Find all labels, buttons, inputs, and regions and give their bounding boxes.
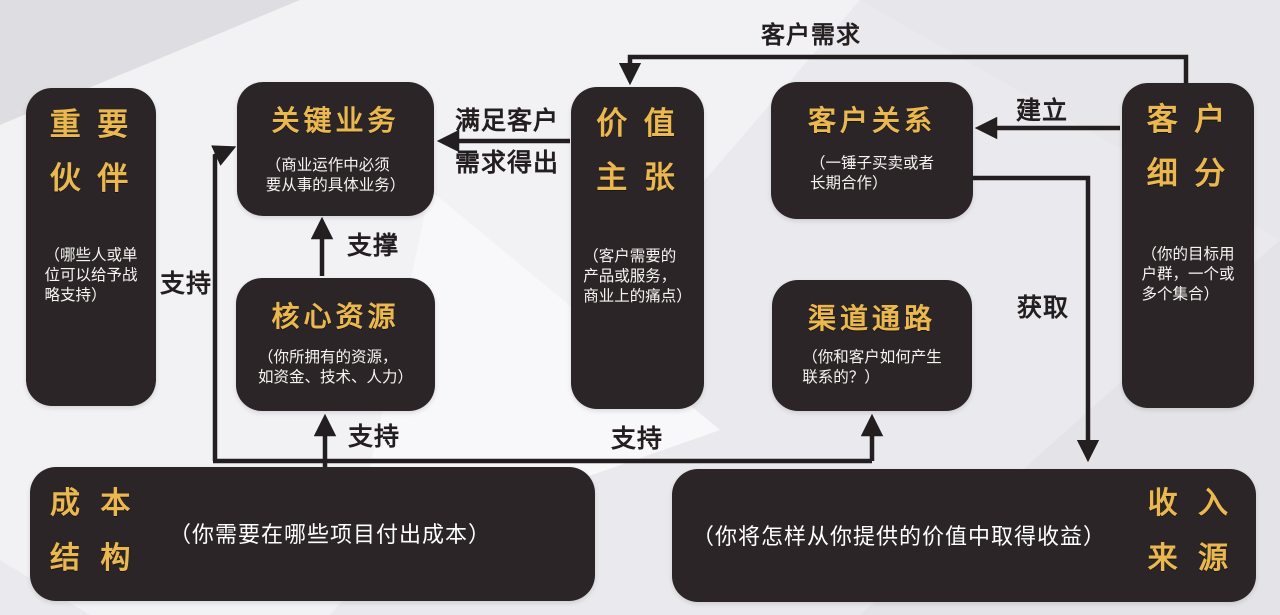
box-title: 价 值 主 张	[596, 106, 679, 196]
label-acquire: 获取	[1017, 294, 1070, 322]
label-sustain: 支撑	[347, 232, 400, 260]
box-cost-structure: 成 本 结 构 （你需要在哪些项目付出成本）	[30, 467, 595, 601]
label-derive-from-demand: 满足客户 需求得出	[455, 107, 560, 177]
box-key-activities: 关键业务 （商业运作中必须 要从事的具体业务）	[237, 82, 434, 216]
arrow-acquire	[973, 175, 1100, 463]
box-title: 客 户 细 分	[1146, 102, 1230, 192]
box-channels: 渠道通路 （你和客户如何产生 联系的？）	[772, 280, 972, 411]
box-subtitle: （你的目标用 户群，一个或 多个集合）	[1141, 246, 1235, 304]
label-support-channels: 支持	[611, 425, 664, 453]
box-title: 成 本 结 构	[50, 487, 137, 575]
box-subtitle: （你和客户如何产生 联系的？）	[802, 349, 942, 387]
label-customer-demand: 客户需求	[761, 22, 861, 49]
box-title: 核心资源	[271, 301, 400, 332]
box-title: 客户关系	[807, 105, 936, 136]
box-key-partners: 重 要 伙 伴 （哪些人或单 位可以给予战 略支持）	[26, 88, 156, 406]
label-establish: 建立	[1016, 97, 1069, 125]
arrow-customer-demand	[618, 54, 1189, 86]
box-subtitle: （一锤子买卖或者 长期合作）	[809, 155, 934, 193]
arrow-support-key-activities	[211, 145, 237, 461]
box-subtitle: （哪些人或单 位可以给予战 略支持）	[44, 247, 138, 305]
box-title: 收 入 来 源	[1147, 487, 1234, 575]
label-support-partners: 支持	[160, 270, 213, 298]
box-title: 关键业务	[271, 105, 400, 136]
box-customer-segments: 客 户 细 分 （你的目标用 户群，一个或 多个集合）	[1122, 83, 1254, 408]
box-core-resources: 核心资源 （你所拥有的资源， 如资金、技术、人力）	[236, 278, 435, 411]
box-subtitle: （客户需要的 产品或服务， 商业上的痛点）	[583, 248, 692, 306]
box-subtitle: （你所拥有的资源， 如资金、技术、人力）	[257, 349, 413, 387]
label-support-resources: 支持	[348, 423, 401, 451]
box-value-proposition: 价 值 主 张 （客户需要的 产品或服务， 商业上的痛点）	[571, 87, 704, 409]
box-subtitle: （商业运作中必须 要从事的具体业务）	[265, 157, 406, 195]
box-title: 重 要 伙 伴	[49, 107, 133, 197]
box-subtitle: （你将怎样从你提供的价值中取得收益）	[692, 524, 1107, 549]
box-subtitle: （你需要在哪些项目付出成本）	[168, 522, 491, 547]
box-revenue-sources: 收 入 来 源 （你将怎样从你提供的价值中取得收益）	[672, 469, 1256, 602]
box-title: 渠道通路	[807, 303, 936, 334]
box-customer-relations: 客户关系 （一锤子买卖或者 长期合作）	[771, 82, 973, 219]
